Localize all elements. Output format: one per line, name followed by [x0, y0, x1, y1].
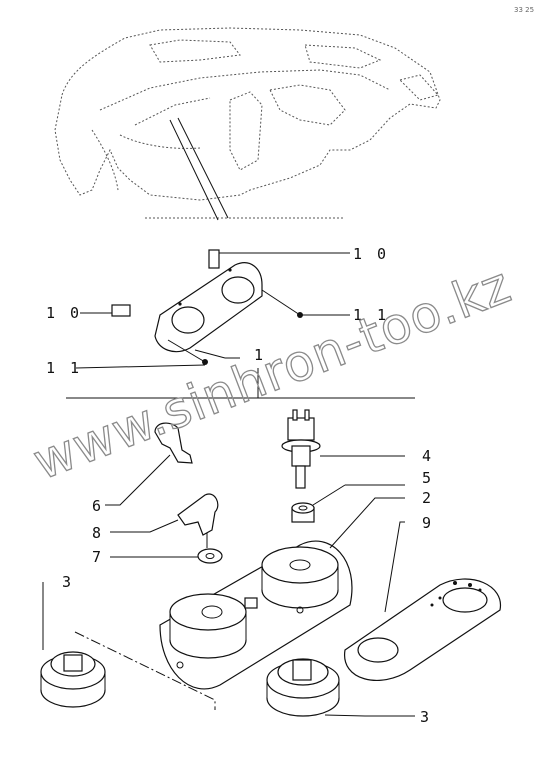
- screw-left: [167, 339, 206, 363]
- screw-right: [261, 289, 301, 316]
- label-4: 4: [422, 447, 434, 465]
- washer-7: [197, 548, 223, 564]
- cap-3-bottom: [266, 658, 340, 717]
- label-10-left: 1 0: [46, 304, 82, 322]
- label-10-top: 1 0: [353, 245, 389, 263]
- label-1: 1: [254, 346, 266, 364]
- base-plate-2: [159, 540, 353, 690]
- corner-mark: 33 25: [514, 6, 534, 14]
- gasket-9: [344, 578, 501, 681]
- bulb-socket-4: [281, 409, 321, 489]
- bracket-top: [208, 249, 220, 269]
- lower-assembly: [40, 409, 501, 717]
- label-6: 6: [92, 497, 104, 515]
- label-11-right: 1 1: [353, 306, 389, 324]
- holder-body: [154, 262, 263, 353]
- label-3-left: 3: [62, 573, 74, 591]
- socket-hole-2: [221, 276, 255, 304]
- bracket-left: [111, 304, 131, 317]
- socket-hole-1: [171, 306, 205, 334]
- cab-outline: [54, 27, 441, 221]
- watermark: www.sinhron-too.kz: [26, 256, 519, 492]
- label-5: 5: [422, 469, 434, 487]
- label-7: 7: [92, 548, 104, 566]
- label-11-left: 1 1: [46, 359, 82, 377]
- label-3-bottom: 3: [420, 708, 432, 726]
- nut-5: [291, 502, 315, 523]
- clip-6: [154, 422, 193, 464]
- label-2: 2: [422, 489, 434, 507]
- lever-8: [177, 493, 219, 536]
- label-9: 9: [422, 514, 434, 532]
- label-8: 8: [92, 524, 104, 542]
- cap-3-left: [40, 651, 106, 708]
- socket-holder-assembly: [75, 249, 350, 369]
